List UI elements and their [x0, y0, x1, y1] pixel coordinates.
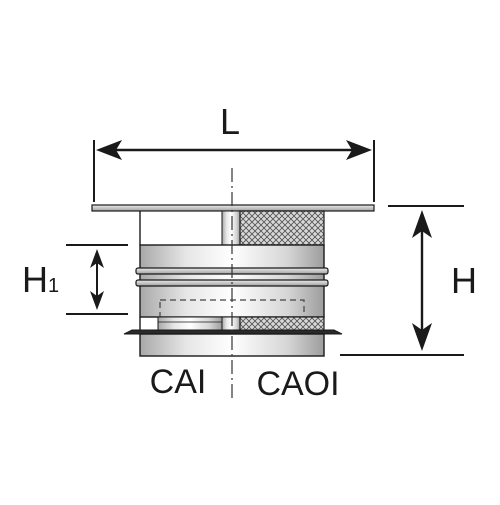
dimension-height: H: [340, 205, 477, 356]
h1-arrow-bottom: [90, 291, 104, 310]
length-arrow-right: [346, 140, 372, 160]
h1-arrow-top: [90, 249, 104, 268]
cap-top-plate: [91, 204, 375, 212]
inner-tube-lower-left: [157, 316, 223, 332]
mesh-lower: [239, 316, 325, 332]
mesh-upper: [239, 210, 325, 246]
dimension-h1: H1: [22, 244, 128, 315]
inner-tube-lower: [221, 316, 241, 332]
caption-caoi: CAOI: [256, 365, 339, 403]
height-arrow-bottom: [412, 323, 432, 351]
h1-label: H1: [22, 259, 59, 300]
caption-cai: CAI: [150, 363, 207, 401]
height-arrow-top: [412, 210, 432, 238]
length-arrow-left: [96, 140, 122, 160]
length-label: L: [220, 101, 240, 142]
height-label: H: [451, 260, 477, 301]
dimension-length: L: [93, 101, 375, 202]
inner-tube-upper: [221, 210, 241, 246]
